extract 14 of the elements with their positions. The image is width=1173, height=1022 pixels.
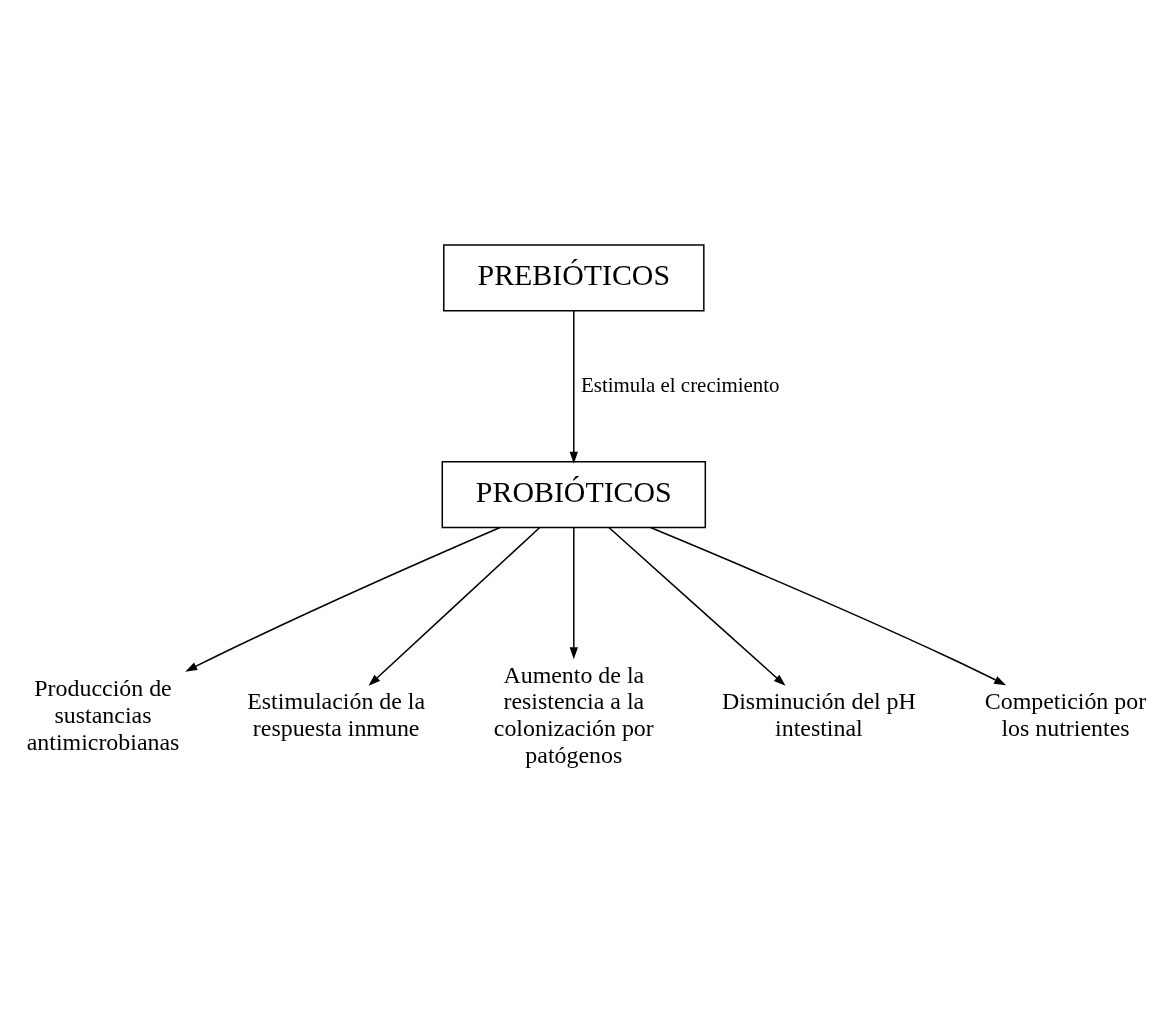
- node-text: Estimulación de la respuesta inmune: [247, 688, 426, 742]
- arrow: [569, 526, 578, 660]
- edge-label: Estimula el crecimiento: [581, 372, 780, 397]
- arrow: [368, 526, 541, 686]
- node-text: Producción de sustancias antimicrobianas: [26, 675, 180, 755]
- node-text: Aumento de la resistencia a la colonización por patógenos: [493, 661, 654, 769]
- arrow: [569, 310, 578, 464]
- arrow: [649, 526, 1007, 686]
- arrow: [185, 526, 501, 672]
- node-text: Disminución del pH intestinal: [721, 688, 916, 742]
- node-box: PREBIÓTICOS: [443, 244, 705, 312]
- node-text: Competición por los nutrientes: [984, 688, 1147, 742]
- node-box: PROBIÓTICOS: [441, 460, 707, 529]
- arrow: [608, 526, 786, 686]
